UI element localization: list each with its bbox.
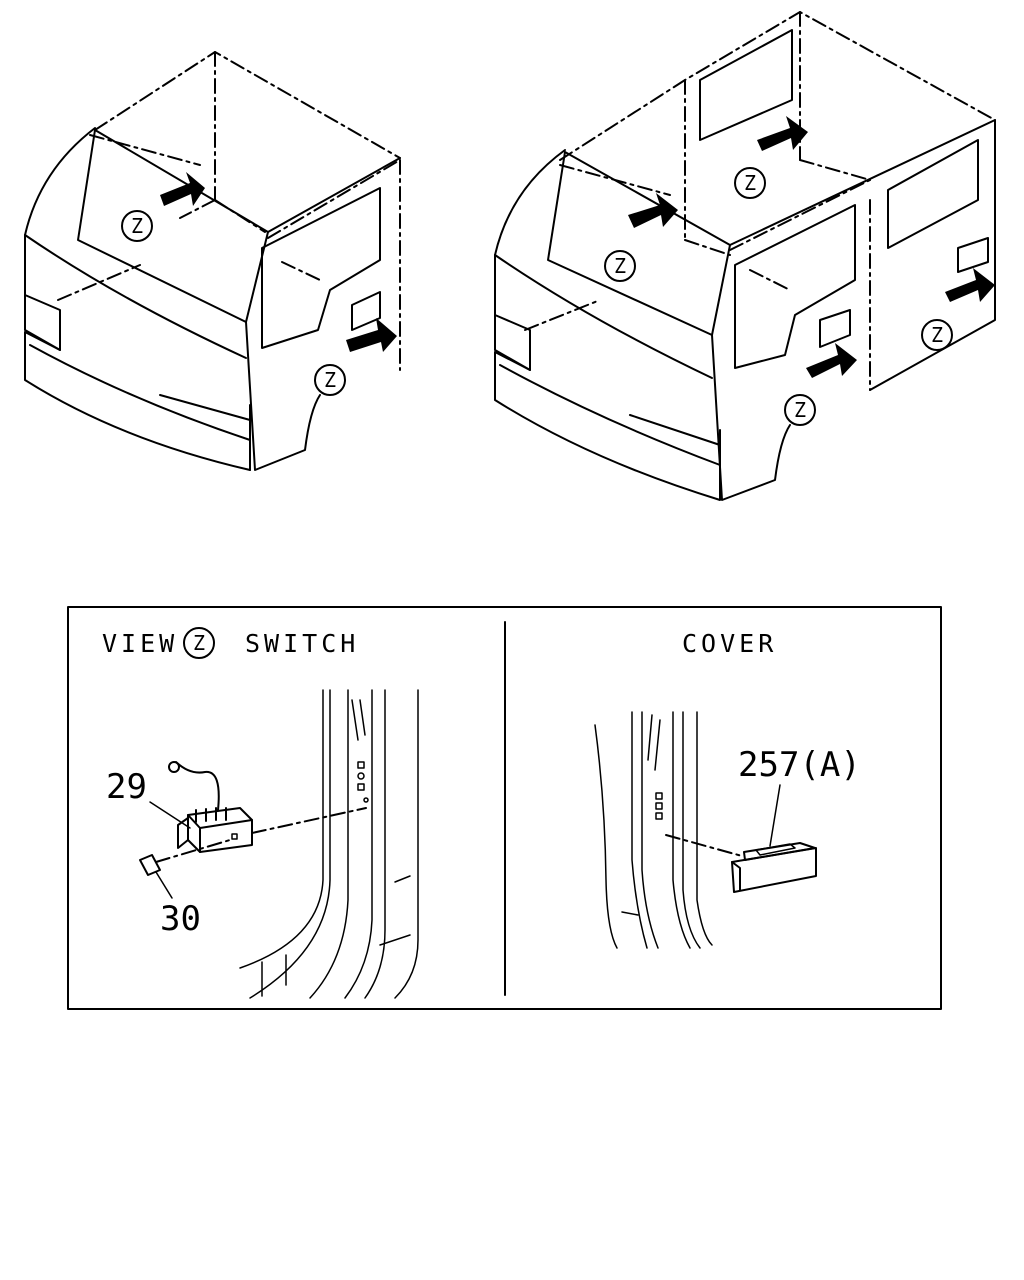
- part-callout-30: 30: [160, 899, 201, 939]
- view-title-suffix: SWITCH: [245, 629, 359, 658]
- switch-view-title: VIEW Z SWITCH: [102, 627, 359, 659]
- cab-crew-illustration: Z Z Z Z: [494, 11, 996, 501]
- view-marker-z: Z: [931, 323, 943, 347]
- switch-detail-illustration: 29 30: [106, 689, 419, 999]
- view-title-prefix: VIEW: [102, 629, 178, 658]
- view-marker-z: Z: [614, 254, 626, 278]
- view-title-marker: Z: [193, 631, 205, 655]
- cover-title: COVER: [682, 629, 777, 658]
- view-marker-z: Z: [131, 214, 143, 238]
- part-callout-29: 29: [106, 767, 147, 807]
- cab-single-illustration: Z Z: [24, 51, 401, 471]
- view-marker-z: Z: [794, 398, 806, 422]
- detail-box: [67, 606, 942, 1010]
- view-marker-z: Z: [324, 368, 336, 392]
- view-marker-z: Z: [744, 171, 756, 195]
- cover-detail-illustration: 257(A): [594, 711, 861, 949]
- part-callout-257a: 257(A): [738, 745, 861, 785]
